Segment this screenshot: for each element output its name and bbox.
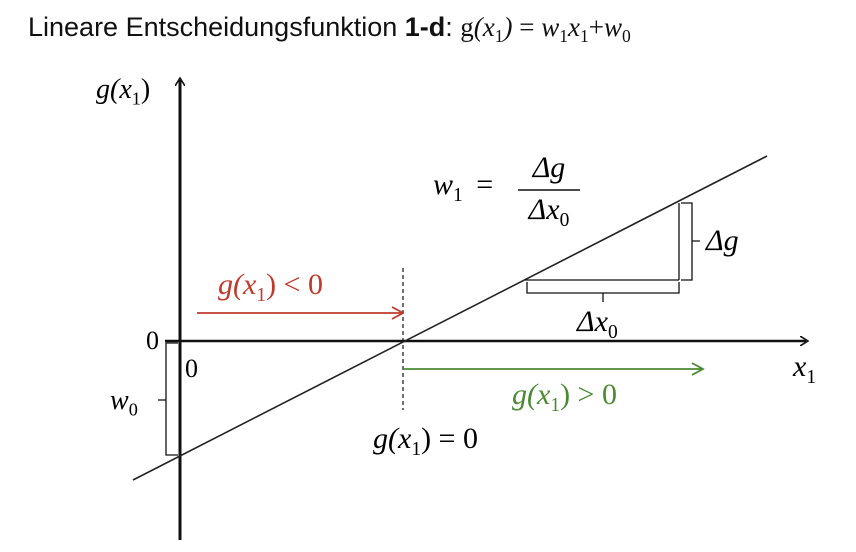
delta-x-label-text: Δx (577, 305, 608, 338)
formula-eq: = (512, 12, 542, 42)
boundary-label-rest: ) = 0 (421, 422, 478, 455)
title-formula: g(x1) = w1x1+w0 (460, 12, 631, 47)
title-bold: 1-d (404, 12, 446, 42)
delta-g-bracket (681, 202, 700, 281)
slope-denominator-text: Δx (528, 193, 560, 226)
formula-sub: 1 (494, 26, 504, 47)
formula-x1-sub: 1 (580, 26, 589, 47)
slope-numerator-text: Δg (532, 151, 566, 184)
formula-w1-sub: 1 (559, 26, 569, 47)
w0-label-sub: 0 (128, 399, 138, 420)
title-colon: : (445, 12, 461, 42)
formula-w0-sub: 0 (622, 26, 631, 47)
formula-w1: w (541, 12, 560, 42)
slope-numerator: Δg (516, 153, 582, 183)
title-text: Lineare Entscheidungsfunktion (28, 12, 405, 42)
slope-denominator-sub: 0 (559, 209, 570, 231)
origin-y-label: 0 (146, 326, 159, 355)
slope-denominator: Δx0 (516, 193, 582, 231)
negative-region-label-text: g(x (218, 268, 257, 301)
x-axis-label: x1 (793, 350, 816, 388)
slope-lhs-text: w (433, 168, 454, 201)
formula-x1: x (568, 12, 581, 42)
negative-region-label-sub: 1 (256, 284, 267, 306)
positive-region-label-text: g(x (512, 378, 551, 411)
x-axis-label-text: x (793, 350, 807, 383)
slope-eq: = (476, 168, 494, 201)
negative-region-label: g(x1) < 0 (218, 268, 323, 306)
decision-line (132, 155, 768, 481)
formula-x: x (482, 12, 495, 42)
negative-region-label-rest: ) < 0 (266, 268, 323, 301)
w0-label-text: w (110, 385, 129, 416)
delta-x-label-sub: 0 (607, 321, 618, 343)
boundary-label: g(x1) = 0 (373, 422, 478, 460)
formula-g: g (460, 12, 474, 42)
y-axis-label: g(x1) (96, 74, 151, 108)
delta-g-label: Δg (706, 224, 739, 257)
positive-region-label-sub: 1 (550, 394, 561, 416)
w0-bracket (158, 342, 178, 456)
x-axis-label-sub: 1 (806, 366, 817, 388)
formula-w0: w (604, 12, 623, 42)
boundary-label-text: g(x (373, 422, 412, 455)
positive-region-label: g(x1) > 0 (512, 378, 617, 416)
boundary-label-sub: 1 (411, 438, 422, 460)
slope-lhs: w1 = (433, 168, 494, 206)
slope-lhs-sub: 1 (453, 184, 463, 206)
positive-region-label-rest: ) > 0 (560, 378, 617, 411)
y-axis-label-close: ) (140, 74, 151, 105)
y-axis-label-text: g(x (96, 74, 132, 105)
w0-label: w0 (110, 385, 138, 419)
formula-plus: + (588, 12, 605, 42)
delta-x-bracket (526, 282, 680, 302)
page-title: Lineare Entscheidungsfunktion 1-d: g(x1)… (28, 12, 631, 47)
y-axis-label-sub: 1 (131, 88, 141, 109)
origin-x-label: 0 (185, 354, 198, 383)
delta-x-label: Δx0 (577, 305, 618, 343)
